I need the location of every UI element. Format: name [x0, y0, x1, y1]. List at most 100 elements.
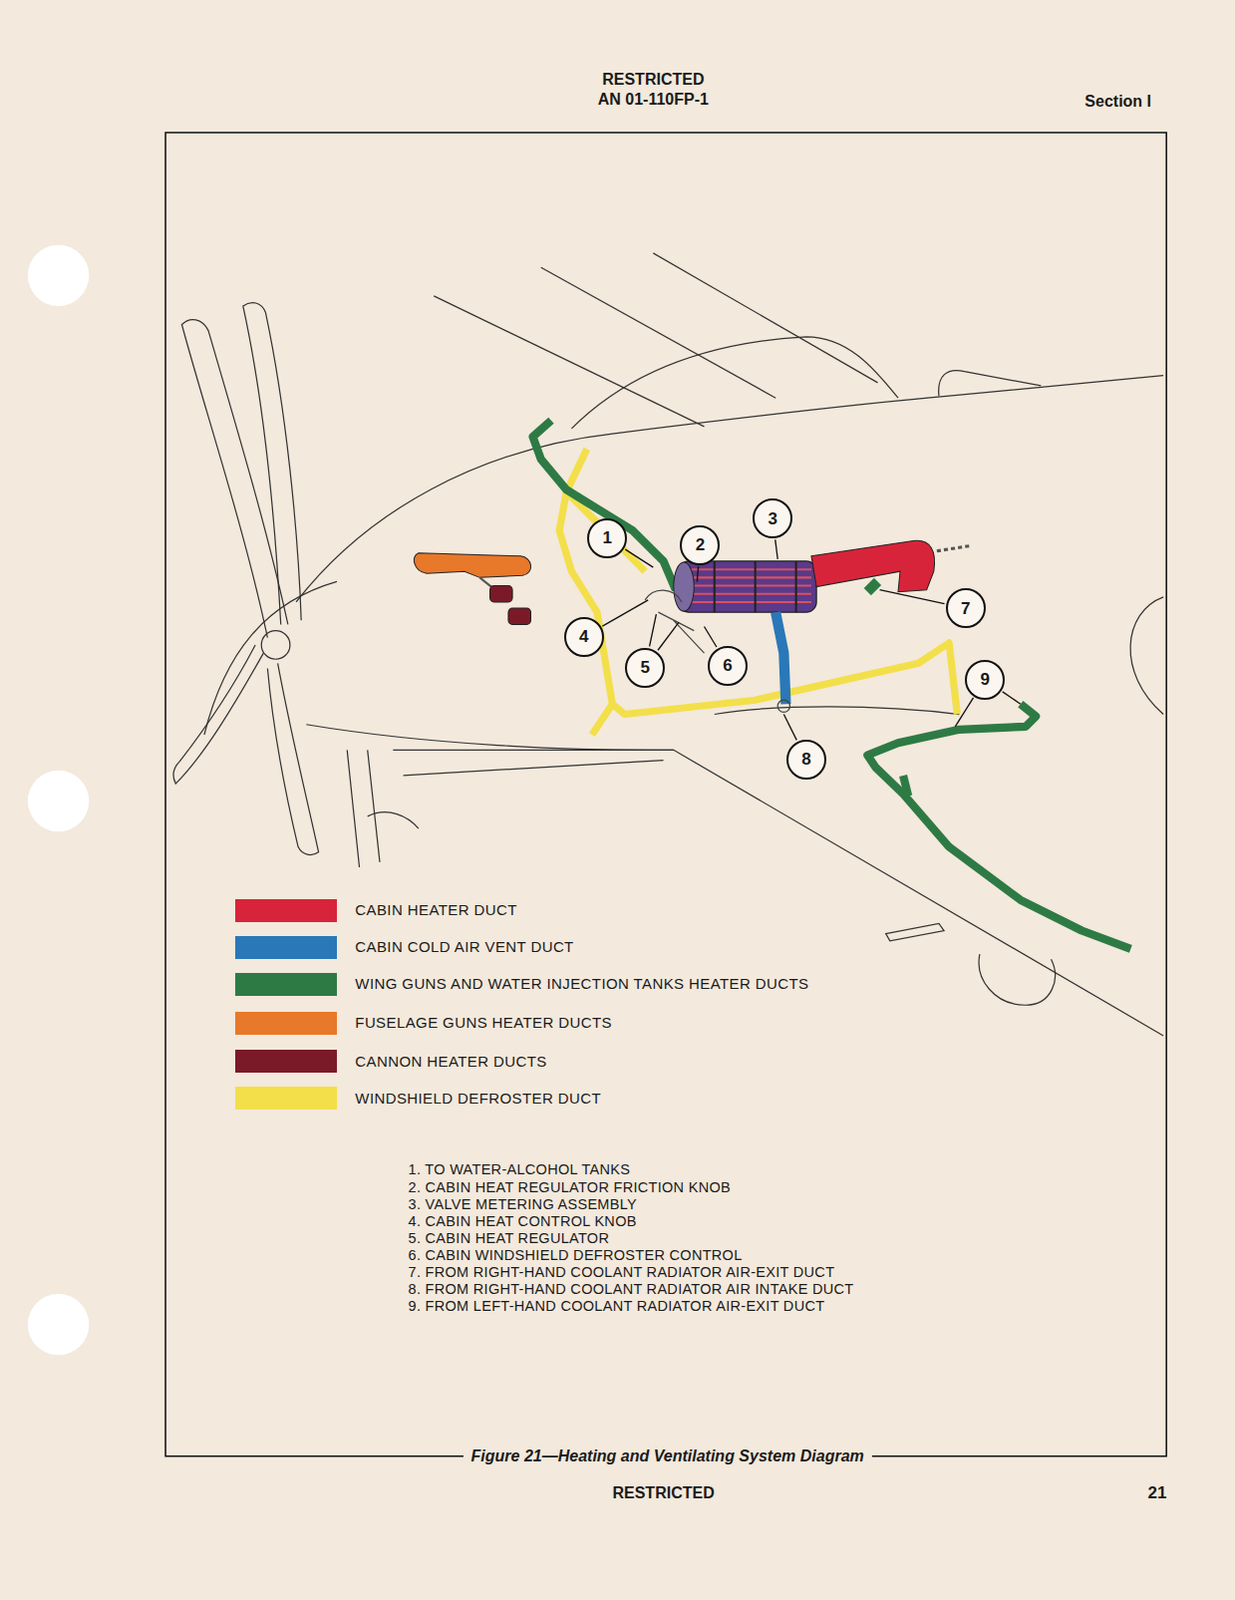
- key-entry: 8. FROM RIGHT-HAND COOLANT RADIATOR AIR …: [408, 1280, 855, 1298]
- leader-line: [602, 600, 648, 626]
- airframe-outline: [886, 923, 944, 940]
- valve-metering-assembly: [673, 561, 817, 613]
- airframe-outline: [541, 267, 776, 398]
- airframe-outline: [346, 749, 380, 868]
- valve-metering-assembly: [714, 561, 797, 613]
- legend-swatch: [235, 1086, 337, 1110]
- key-entry: 5. CABIN HEAT REGULATOR: [408, 1230, 611, 1247]
- airframe-outline: [714, 706, 960, 715]
- legend-text: FUSELAGE GUNS HEATER DUCTS: [354, 1013, 613, 1031]
- frame: [165, 132, 1167, 1457]
- punch-holes: [27, 770, 89, 832]
- wing-gun-heater-ducts: [533, 420, 1132, 949]
- leader-line: [1002, 691, 1021, 704]
- airframe-outline: [243, 303, 302, 625]
- leader-line: [954, 697, 973, 727]
- airframe-outline: [392, 749, 1164, 1036]
- airframe-outline: [367, 812, 419, 829]
- callout-number: 1: [603, 529, 613, 547]
- wing-gun-heater-ducts: [533, 420, 676, 591]
- key-entry: 3. VALVE METERING ASSEMBLY: [408, 1195, 637, 1213]
- airframe-outline: [978, 953, 1055, 1005]
- frame: [165, 132, 1167, 1457]
- callout-circle: 5: [624, 647, 665, 688]
- airframe-outline: [267, 662, 318, 855]
- key-entry: 1. TO WATER-ALCOHOL TANKS: [408, 1161, 631, 1179]
- callout-circle: 8: [786, 739, 827, 780]
- key-entry: 9. FROM LEFT-HAND COOLANT RADIATOR AIR-E…: [408, 1297, 826, 1315]
- callout-circle: 1: [587, 518, 627, 559]
- callout-number: 5: [639, 658, 649, 676]
- callout-circle: 3: [752, 498, 793, 539]
- punch-holes: [27, 1293, 89, 1355]
- legend-swatch: [235, 1011, 337, 1035]
- leader-line: [696, 566, 698, 582]
- wing-gun-heater-ducts: [867, 703, 1131, 949]
- control-cables: [644, 590, 704, 653]
- valve-metering-assembly: [685, 569, 812, 603]
- key-entry: 7. FROM RIGHT-HAND COOLANT RADIATOR AIR-…: [408, 1263, 836, 1281]
- legend-swatch: [235, 899, 337, 923]
- callout-circle: 2: [679, 525, 720, 566]
- leader-line: [657, 621, 679, 650]
- page-number: 21: [1147, 1483, 1167, 1504]
- punch-holes: [27, 245, 89, 307]
- cabin-heater-duct: [811, 540, 935, 592]
- cold-air-vent-duct: [775, 612, 786, 704]
- leader-line: [649, 614, 657, 646]
- callout-number: 9: [979, 670, 989, 688]
- airframe-outline: [571, 336, 899, 429]
- wing-gun-heater-ducts: [903, 775, 909, 796]
- callout-number: 6: [722, 656, 732, 674]
- airframe-outline: [403, 760, 664, 776]
- fuselage-gun-heater-ducts: [413, 553, 531, 579]
- callout-circle: 6: [707, 645, 748, 686]
- airframe-outline: [433, 296, 704, 427]
- leader-line: [775, 539, 778, 560]
- airframe-outline: [1130, 597, 1164, 715]
- legend-swatch: [235, 1049, 337, 1073]
- callout-circle: 7: [945, 588, 986, 628]
- control-cables: [644, 590, 790, 712]
- footer-text: RESTRICTED: [612, 1484, 714, 1503]
- figure-caption: Figure 21—Heating and Ventilating System…: [463, 1447, 873, 1466]
- callout-number: 2: [695, 536, 705, 554]
- airframe-outline: [306, 724, 673, 751]
- callout-number: 7: [960, 600, 970, 618]
- leader-line: [783, 714, 797, 741]
- defroster-duct: [559, 448, 957, 735]
- legend-text: CABIN COLD AIR VENT DUCT: [354, 938, 574, 956]
- callout-number: 4: [579, 627, 589, 645]
- legend-swatch: [235, 935, 337, 959]
- leader-line: [880, 590, 945, 605]
- legend-text: CANNON HEATER DUCTS: [354, 1052, 547, 1070]
- document-number: AN 01-110FP-1: [598, 90, 709, 109]
- section-label: Section I: [1084, 92, 1152, 111]
- key-entry: 4. CABIN HEAT CONTROL KNOB: [408, 1212, 637, 1230]
- callout-circle: 4: [564, 617, 605, 657]
- airframe-outline: [204, 581, 337, 735]
- fuselage-gun-heater-ducts: [490, 586, 514, 603]
- legend-text: CABIN HEATER DUCT: [354, 902, 517, 920]
- cabin-heater-duct: [936, 546, 970, 552]
- cold-air-vent-duct: [775, 612, 786, 704]
- punch-holes: [27, 245, 89, 1356]
- fuselage-gun-heater-ducts: [508, 608, 532, 624]
- airframe-outline: [261, 630, 291, 660]
- legend-swatch: [235, 972, 337, 996]
- cabin-heater-duct: [867, 581, 878, 592]
- defroster-duct: [592, 703, 613, 735]
- fuselage-gun-heater-ducts: [413, 553, 531, 625]
- leader-lines: [602, 539, 1020, 740]
- callout-circle: 9: [964, 659, 1005, 700]
- header-text: RESTRICTED: [602, 70, 704, 89]
- defroster-duct: [559, 448, 957, 714]
- airframe-outline: [181, 319, 288, 638]
- callout-number: 8: [801, 750, 811, 768]
- airframe-outline: [938, 370, 1042, 397]
- key-entry: 2. CABIN HEAT REGULATOR FRICTION KNOB: [408, 1178, 731, 1196]
- cabin-heater-duct: [811, 540, 970, 592]
- valve-metering-assembly: [673, 562, 694, 612]
- airframe-outline: [173, 644, 264, 784]
